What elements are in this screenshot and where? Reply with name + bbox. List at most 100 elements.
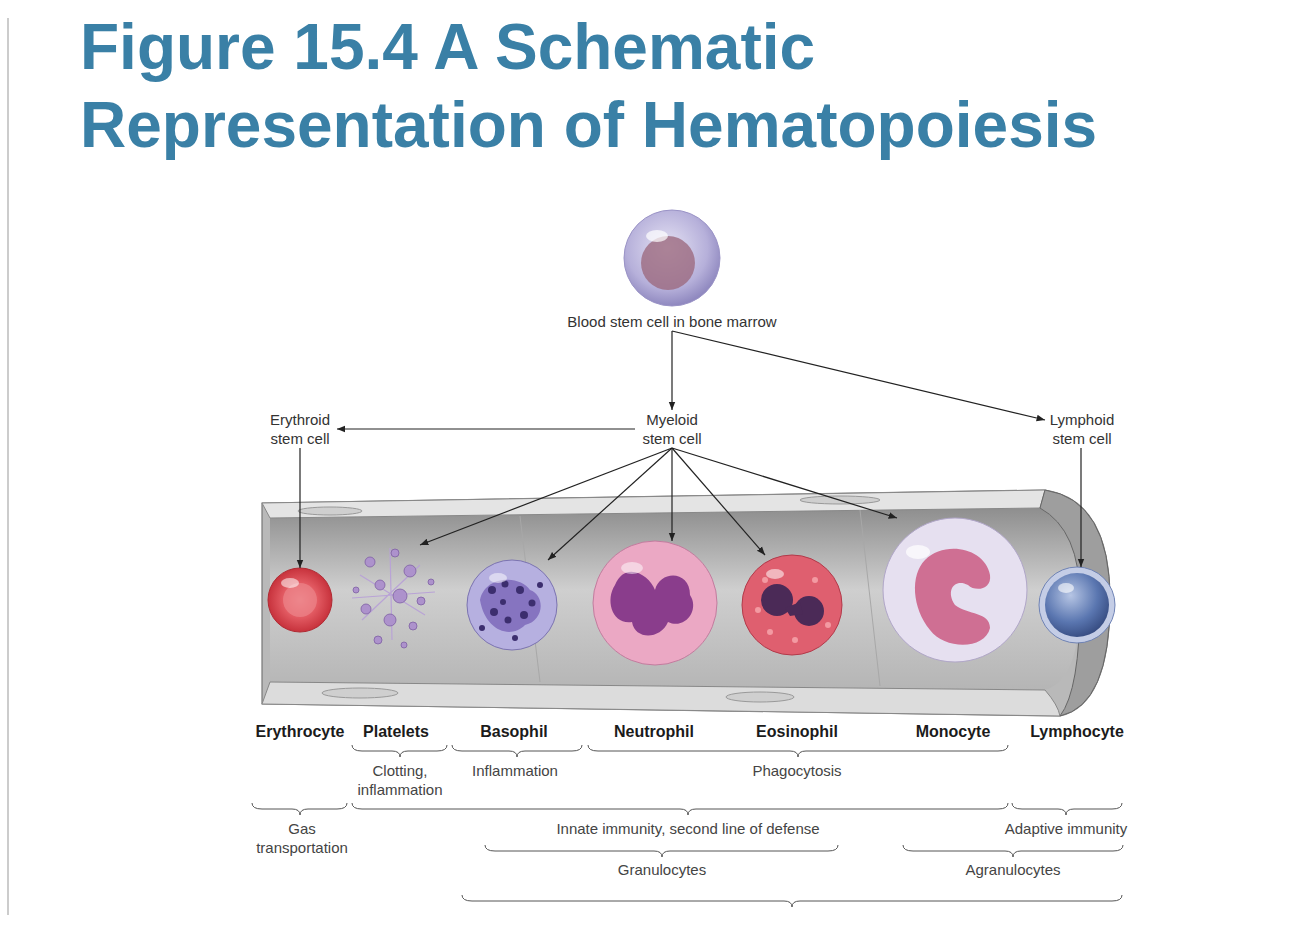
- function-label: Clotting, inflammation: [348, 761, 452, 799]
- function-label: Granulocytes: [582, 860, 742, 879]
- eosinophil-granules: [755, 577, 831, 643]
- stem-cell-label: Blood stem cell in bone marrow: [548, 312, 796, 331]
- granule: [825, 622, 831, 628]
- platelet: [393, 589, 407, 603]
- function-label: Innate immunity, second line of defense: [498, 819, 878, 838]
- neutrophil-nucleus: [610, 572, 693, 636]
- bracket: [1012, 803, 1122, 815]
- platelet: [361, 604, 371, 614]
- vessel-bottom-wall: [262, 682, 1060, 716]
- function-label: Agranulocytes: [933, 860, 1093, 879]
- vessel-top-wall: [262, 490, 1045, 518]
- function-label: Inflammation: [445, 761, 585, 780]
- lineage-arrow: [1080, 448, 1081, 567]
- eosinophil-bridge: [785, 602, 803, 616]
- erythrocyte-cell: [268, 568, 332, 632]
- lymphocyte-nucleus: [1045, 573, 1109, 637]
- endothelial-cell: [322, 688, 398, 698]
- bracket: [252, 803, 347, 815]
- granule: [755, 607, 761, 613]
- platelet: [404, 565, 416, 577]
- monocyte-cell: [883, 518, 1027, 662]
- bracket: [903, 845, 1123, 857]
- erythrocyte-center: [283, 583, 317, 617]
- bracket: [588, 745, 1008, 757]
- brackets: [252, 745, 1123, 907]
- stem-cell-body: [624, 210, 720, 306]
- function-label: Gas transportation: [249, 819, 355, 857]
- slide-border: [7, 18, 9, 915]
- bracket: [352, 803, 1008, 815]
- cell-highlight: [646, 230, 668, 242]
- lineage-arrow: [672, 448, 897, 518]
- platelet-cluster: [352, 548, 435, 648]
- cell-highlight: [766, 569, 784, 579]
- cell-name: Neutrophil: [614, 722, 694, 742]
- vessel-outer: [262, 490, 1110, 716]
- basophil-granules: [479, 581, 543, 642]
- progenitor-node: Lymphoid stem cell: [1045, 410, 1119, 448]
- granule: [812, 577, 818, 583]
- granule: [792, 637, 798, 643]
- eosinophil-cell: [742, 555, 842, 655]
- platelet: [409, 622, 417, 630]
- cell-name: Platelets: [363, 722, 429, 742]
- lineage-arrow: [672, 448, 765, 555]
- platelet: [391, 549, 399, 557]
- monocyte-nucleus: [915, 549, 990, 645]
- slide-title: Figure 15.4 A Schematic Representation o…: [80, 8, 1230, 164]
- cell-name: Lymphocyte: [1030, 722, 1124, 742]
- lineage-arrow: [671, 448, 672, 541]
- endothelial-cell: [298, 507, 362, 515]
- bracket: [485, 845, 838, 857]
- platelet-spikes: [352, 548, 435, 640]
- granule: [512, 635, 518, 641]
- granule: [500, 599, 506, 605]
- lineage-arrow: [299, 448, 300, 568]
- lineage-arrow: [671, 331, 672, 410]
- granule: [537, 582, 543, 588]
- stem-cell-node: Blood stem cell in bone marrow: [548, 206, 796, 331]
- platelet: [401, 642, 407, 648]
- stem-cell-label: Myeloid stem cell: [635, 410, 709, 448]
- granule: [520, 611, 528, 619]
- vessel-cut-end: [1040, 490, 1110, 716]
- platelet: [417, 597, 425, 605]
- vessel-lumen: [270, 508, 1080, 690]
- granule: [762, 577, 768, 583]
- lineage-arrow: [420, 448, 672, 545]
- lineage-arrow: [337, 428, 635, 429]
- lineage-arrow: [548, 448, 672, 560]
- wall-joint: [860, 510, 880, 686]
- cell-name: Basophil: [480, 722, 548, 742]
- granule: [490, 608, 498, 616]
- platelet: [353, 587, 359, 593]
- granule: [505, 617, 512, 624]
- stem-cell-nucleus: [641, 236, 695, 290]
- neutrophil-cell: [593, 541, 717, 665]
- cell-name: Erythrocyte: [256, 722, 345, 742]
- platelet: [384, 614, 396, 626]
- blood-cell-node: Neutrophil: [592, 541, 716, 742]
- cell-highlight: [621, 562, 643, 574]
- platelet: [375, 580, 385, 590]
- blood-cell-node: Eosinophil: [747, 555, 847, 742]
- cell-highlight: [489, 573, 507, 583]
- bracket: [462, 895, 1122, 907]
- basophil-cell: [467, 560, 557, 650]
- bracket: [352, 745, 447, 757]
- cell-name: Monocyte: [916, 722, 991, 742]
- granule: [479, 625, 485, 631]
- progenitor-node: Erythroid stem cell: [263, 410, 337, 448]
- cell-highlight: [281, 578, 299, 588]
- function-label: Adaptive immunity: [976, 819, 1156, 838]
- cell-name: Eosinophil: [756, 722, 838, 742]
- blood-cell-node: Basophil: [469, 560, 559, 742]
- lineage-arrow: [672, 331, 1045, 420]
- progenitor-node: Myeloid stem cell: [635, 410, 709, 448]
- basophil-nucleus: [480, 580, 541, 632]
- bracket: [452, 745, 582, 757]
- endothelial-cell: [726, 692, 794, 702]
